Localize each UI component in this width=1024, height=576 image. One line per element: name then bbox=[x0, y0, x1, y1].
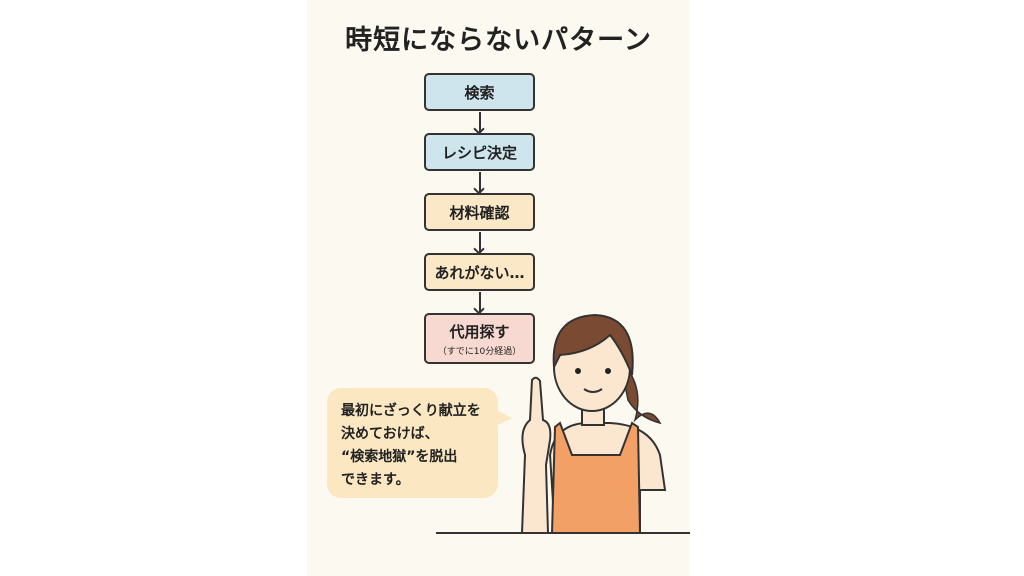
step-label: 検索 bbox=[464, 83, 495, 102]
flow-step-recipe: レシピ決定 bbox=[424, 133, 535, 171]
step-label: レシピ決定 bbox=[441, 143, 517, 162]
bubble-line: “検索地獄”を脱出 bbox=[341, 449, 458, 465]
flow-step-ingredients: 材料確認 bbox=[424, 193, 535, 231]
arrow-down-icon bbox=[479, 112, 481, 132]
speech-bubble: 最初にざっくり献立を 決めておけば、 “検索地獄”を脱出 できます。 bbox=[327, 388, 512, 498]
bubble-line: 最初にざっくり献立を bbox=[341, 403, 481, 419]
step-label: 代用探す bbox=[449, 322, 510, 341]
arrow-down-icon bbox=[479, 232, 481, 252]
flow-step-search: 検索 bbox=[424, 73, 535, 111]
step-label: あれがない… bbox=[434, 263, 525, 282]
bubble-line: 決めておけば、 bbox=[341, 426, 439, 442]
flow-step-substitute: 代用探す （すでに10分経過） bbox=[424, 313, 535, 364]
page-title: 時短にならないパターン bbox=[345, 25, 652, 56]
arrow-down-icon bbox=[479, 292, 481, 312]
bubble-line: できます。 bbox=[341, 472, 410, 488]
arrow-down-icon bbox=[479, 172, 481, 192]
step-note: （すでに10分経過） bbox=[437, 346, 522, 357]
woman-illustration-icon bbox=[520, 313, 667, 533]
step-label: 材料確認 bbox=[449, 203, 510, 222]
counter-line bbox=[436, 532, 690, 534]
flow-step-missing: あれがない… bbox=[424, 253, 535, 291]
